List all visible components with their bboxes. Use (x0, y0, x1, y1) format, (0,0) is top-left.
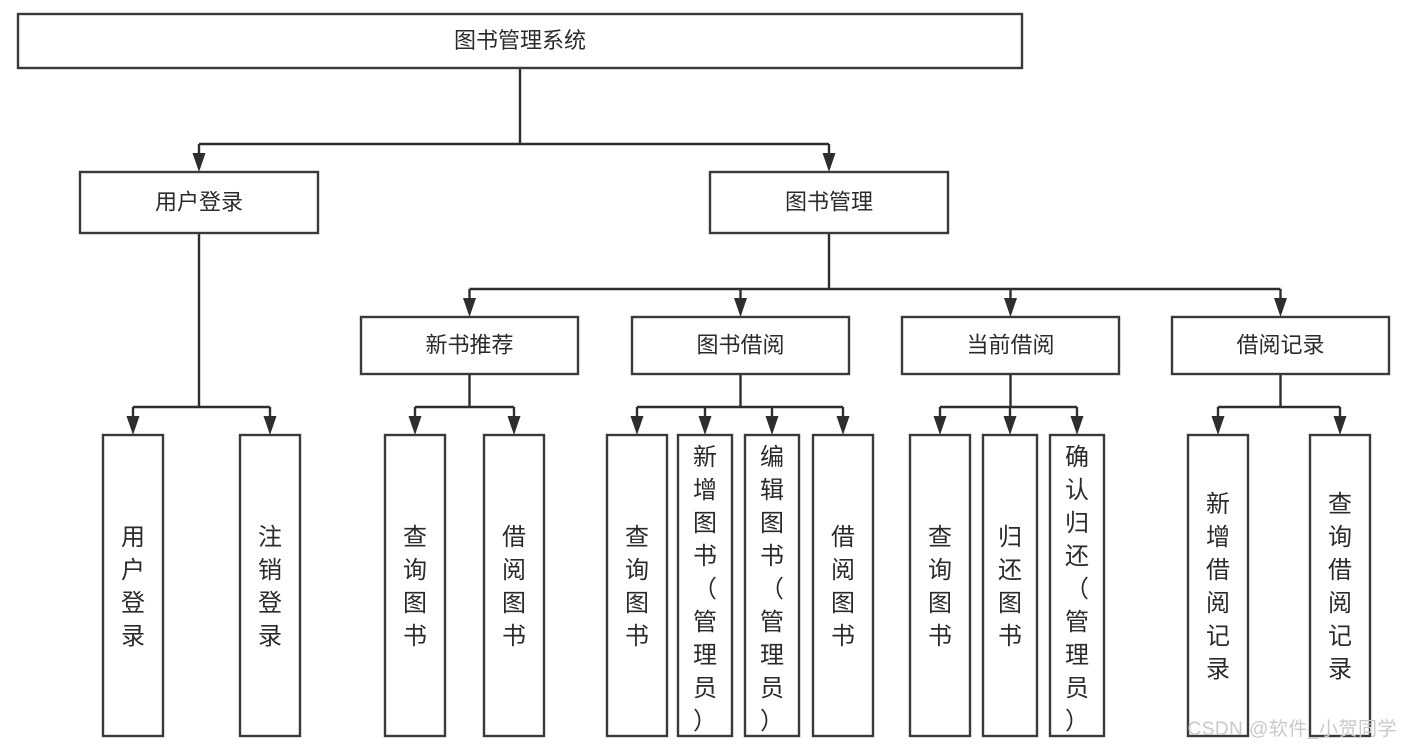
node-label-user-login: 用户登录 (155, 189, 243, 214)
node-label-leaf-user-login: 用户登录 (121, 524, 145, 650)
node-box-leaf-bb-edit[interactable] (743, 433, 801, 738)
arrow-head-icon (822, 153, 836, 172)
node-label-root: 图书管理系统 (454, 28, 586, 53)
edges-layer (126, 68, 1347, 435)
node-label-book-borrow: 图书借阅 (696, 332, 784, 357)
node-box-leaf-cb-confirm[interactable] (1048, 433, 1106, 738)
node-label-leaf-bb-add: 新增图书（管理员） (693, 444, 717, 735)
node-new-book-rec[interactable]: 新书推荐 (359, 315, 580, 376)
node-box-current-borrow[interactable] (900, 315, 1121, 376)
node-leaf-rec-borrow[interactable]: 借阅图书 (482, 433, 546, 738)
arrow-head-icon (765, 416, 779, 435)
node-leaf-cb-confirm[interactable]: 确认归还（管理员） (1048, 433, 1106, 738)
arrow-head-icon (126, 416, 140, 435)
node-box-leaf-rec-query[interactable] (383, 433, 447, 738)
node-box-leaf-user-logout[interactable] (238, 433, 302, 738)
node-leaf-cb-query[interactable]: 查询图书 (908, 433, 972, 738)
node-borrow-record[interactable]: 借阅记录 (1170, 315, 1391, 376)
node-box-borrow-record[interactable] (1170, 315, 1391, 376)
node-leaf-bb-query[interactable]: 查询图书 (605, 433, 669, 738)
node-leaf-bb-add[interactable]: 新增图书（管理员） (676, 433, 734, 738)
arrow-head-icon (698, 416, 712, 435)
node-leaf-cb-return[interactable]: 归还图书 (981, 433, 1039, 738)
node-book-manage[interactable]: 图书管理 (708, 170, 950, 235)
node-book-borrow[interactable]: 图书借阅 (630, 315, 851, 376)
node-user-login[interactable]: 用户登录 (78, 170, 320, 235)
node-current-borrow[interactable]: 当前借阅 (900, 315, 1121, 376)
node-box-leaf-cb-return[interactable] (981, 433, 1039, 738)
node-label-leaf-cb-confirm: 确认归还（管理员） (1065, 444, 1089, 735)
node-root[interactable]: 图书管理系统 (16, 12, 1024, 70)
node-box-leaf-br-query[interactable] (1308, 433, 1372, 738)
arrow-head-icon (1333, 416, 1347, 435)
nodes-layer: 图书管理系统用户登录图书管理新书推荐图书借阅当前借阅借阅记录用户登录注销登录查询… (16, 12, 1391, 738)
watermark-label: CSDN @软件_小贺同学 (1187, 719, 1397, 740)
arrow-head-icon (1003, 416, 1017, 435)
node-label-leaf-br-add: 新增借阅记录 (1206, 491, 1230, 683)
node-leaf-rec-query[interactable]: 查询图书 (383, 433, 447, 738)
node-box-leaf-bb-add[interactable] (676, 433, 734, 738)
node-label-leaf-cb-return: 归还图书 (998, 524, 1022, 650)
node-box-leaf-br-add[interactable] (1186, 433, 1250, 738)
node-box-leaf-rec-borrow[interactable] (482, 433, 546, 738)
node-box-root[interactable] (16, 12, 1024, 70)
arrow-head-icon (1070, 416, 1084, 435)
arrow-head-icon (408, 416, 422, 435)
arrow-head-icon (1004, 298, 1017, 317)
node-box-new-book-rec[interactable] (359, 315, 580, 376)
node-leaf-bb-edit[interactable]: 编辑图书（管理员） (743, 433, 801, 738)
arrow-head-icon (836, 416, 850, 435)
node-label-leaf-cb-query: 查询图书 (928, 524, 952, 650)
node-leaf-user-logout[interactable]: 注销登录 (238, 433, 302, 738)
node-box-book-manage[interactable] (708, 170, 950, 235)
node-label-borrow-record: 借阅记录 (1236, 332, 1324, 357)
node-label-leaf-bb-query: 查询图书 (625, 524, 649, 650)
node-label-book-manage: 图书管理 (785, 189, 873, 214)
arrow-head-icon (192, 153, 206, 172)
node-box-leaf-user-login[interactable] (101, 433, 165, 738)
node-box-book-borrow[interactable] (630, 315, 851, 376)
arrow-head-icon (734, 298, 747, 317)
node-label-leaf-user-logout: 注销登录 (258, 524, 282, 650)
arrow-head-icon (263, 416, 277, 435)
node-leaf-br-add[interactable]: 新增借阅记录 (1186, 433, 1250, 738)
node-leaf-user-login[interactable]: 用户登录 (101, 433, 165, 738)
node-label-leaf-rec-query: 查询图书 (403, 524, 427, 650)
arrow-head-icon (1274, 298, 1287, 317)
arrow-head-icon (463, 298, 476, 317)
arrow-head-icon (1211, 416, 1225, 435)
node-leaf-bb-borrow[interactable]: 借阅图书 (811, 433, 875, 738)
node-box-user-login[interactable] (78, 170, 320, 235)
node-box-leaf-bb-borrow[interactable] (811, 433, 875, 738)
node-label-leaf-rec-borrow: 借阅图书 (502, 524, 526, 650)
node-label-leaf-br-query: 查询借阅记录 (1328, 491, 1352, 683)
node-box-leaf-cb-query[interactable] (908, 433, 972, 738)
node-leaf-br-query[interactable]: 查询借阅记录 (1308, 433, 1372, 738)
node-label-leaf-bb-edit: 编辑图书（管理员） (760, 444, 784, 735)
node-label-new-book-rec: 新书推荐 (425, 332, 513, 357)
node-box-leaf-bb-query[interactable] (605, 433, 669, 738)
arrow-head-icon (630, 416, 644, 435)
arrow-head-icon (933, 416, 947, 435)
arrow-head-icon (507, 416, 521, 435)
node-label-leaf-bb-borrow: 借阅图书 (831, 524, 855, 650)
node-label-current-borrow: 当前借阅 (966, 332, 1054, 357)
